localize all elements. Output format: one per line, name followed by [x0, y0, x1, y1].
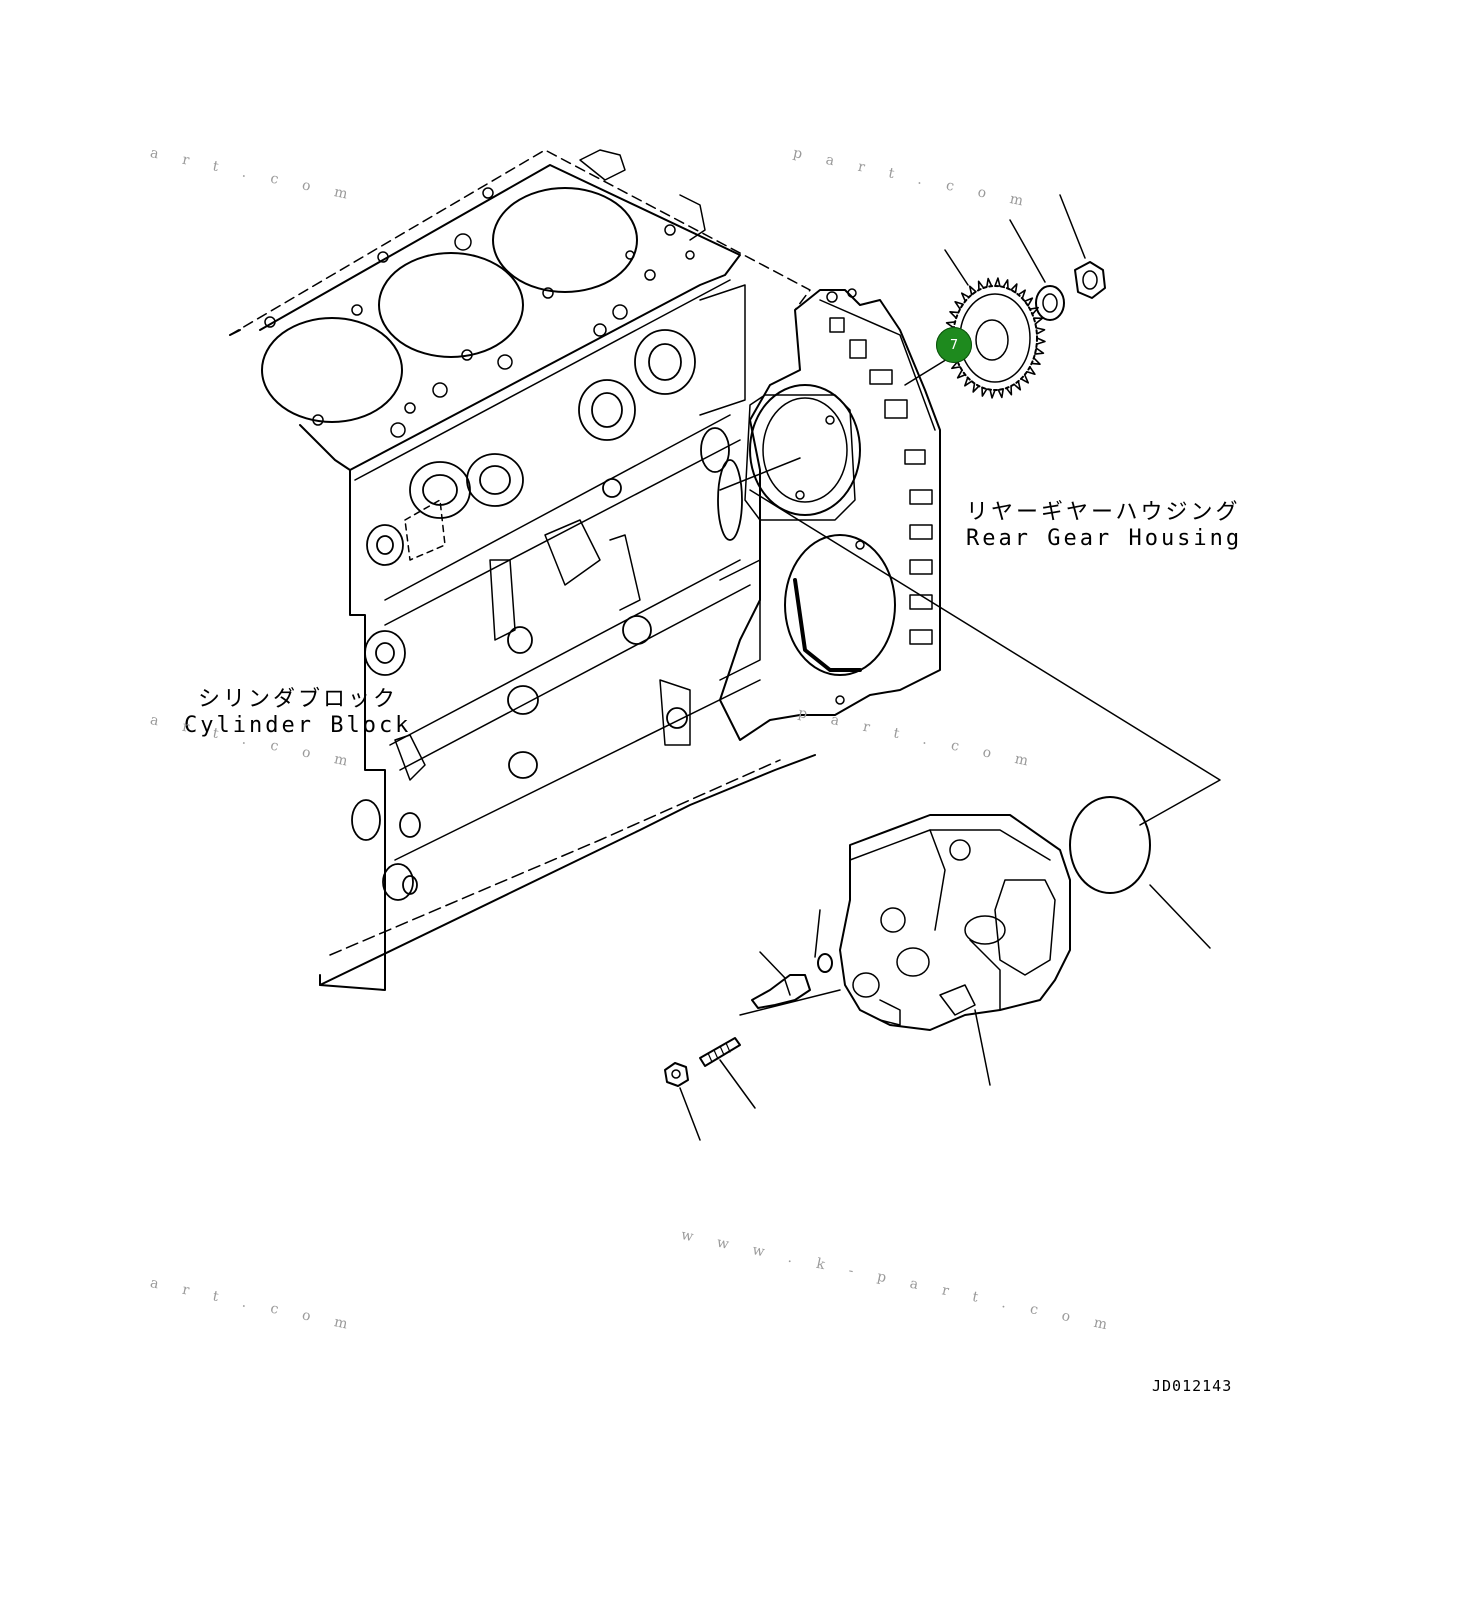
connector-fitting: [751, 974, 811, 1009]
washer: [1035, 285, 1065, 321]
nut: [1074, 261, 1106, 299]
bore-1: [261, 317, 403, 423]
stud-bolt: [699, 1037, 741, 1067]
drawing-code: JD012143: [1152, 1377, 1233, 1395]
leader-lines: [679, 194, 1221, 1141]
fuel-pump: [839, 814, 1071, 1031]
o-ring-large: [1069, 796, 1151, 894]
cylinder-block-label-jp: シリンダブロック: [198, 687, 399, 712]
rear-gear-housing: [719, 288, 941, 741]
rear-gear-housing-label-jp: リヤーギヤーハウジング: [966, 500, 1241, 525]
cylinder-block-label-en: Cylinder Block: [184, 713, 412, 738]
o-ring-small: [817, 953, 833, 973]
flange-nut: [664, 1062, 689, 1087]
part-callout-7[interactable]: 7: [936, 327, 972, 363]
housing-opening-lower: [784, 534, 896, 676]
rear-gear-housing-label-en: Rear Gear Housing: [966, 526, 1243, 551]
cylinder-block: [229, 149, 816, 991]
bore-2: [378, 252, 524, 358]
housing-opening-upper: [749, 384, 861, 516]
bore-3: [492, 187, 638, 293]
